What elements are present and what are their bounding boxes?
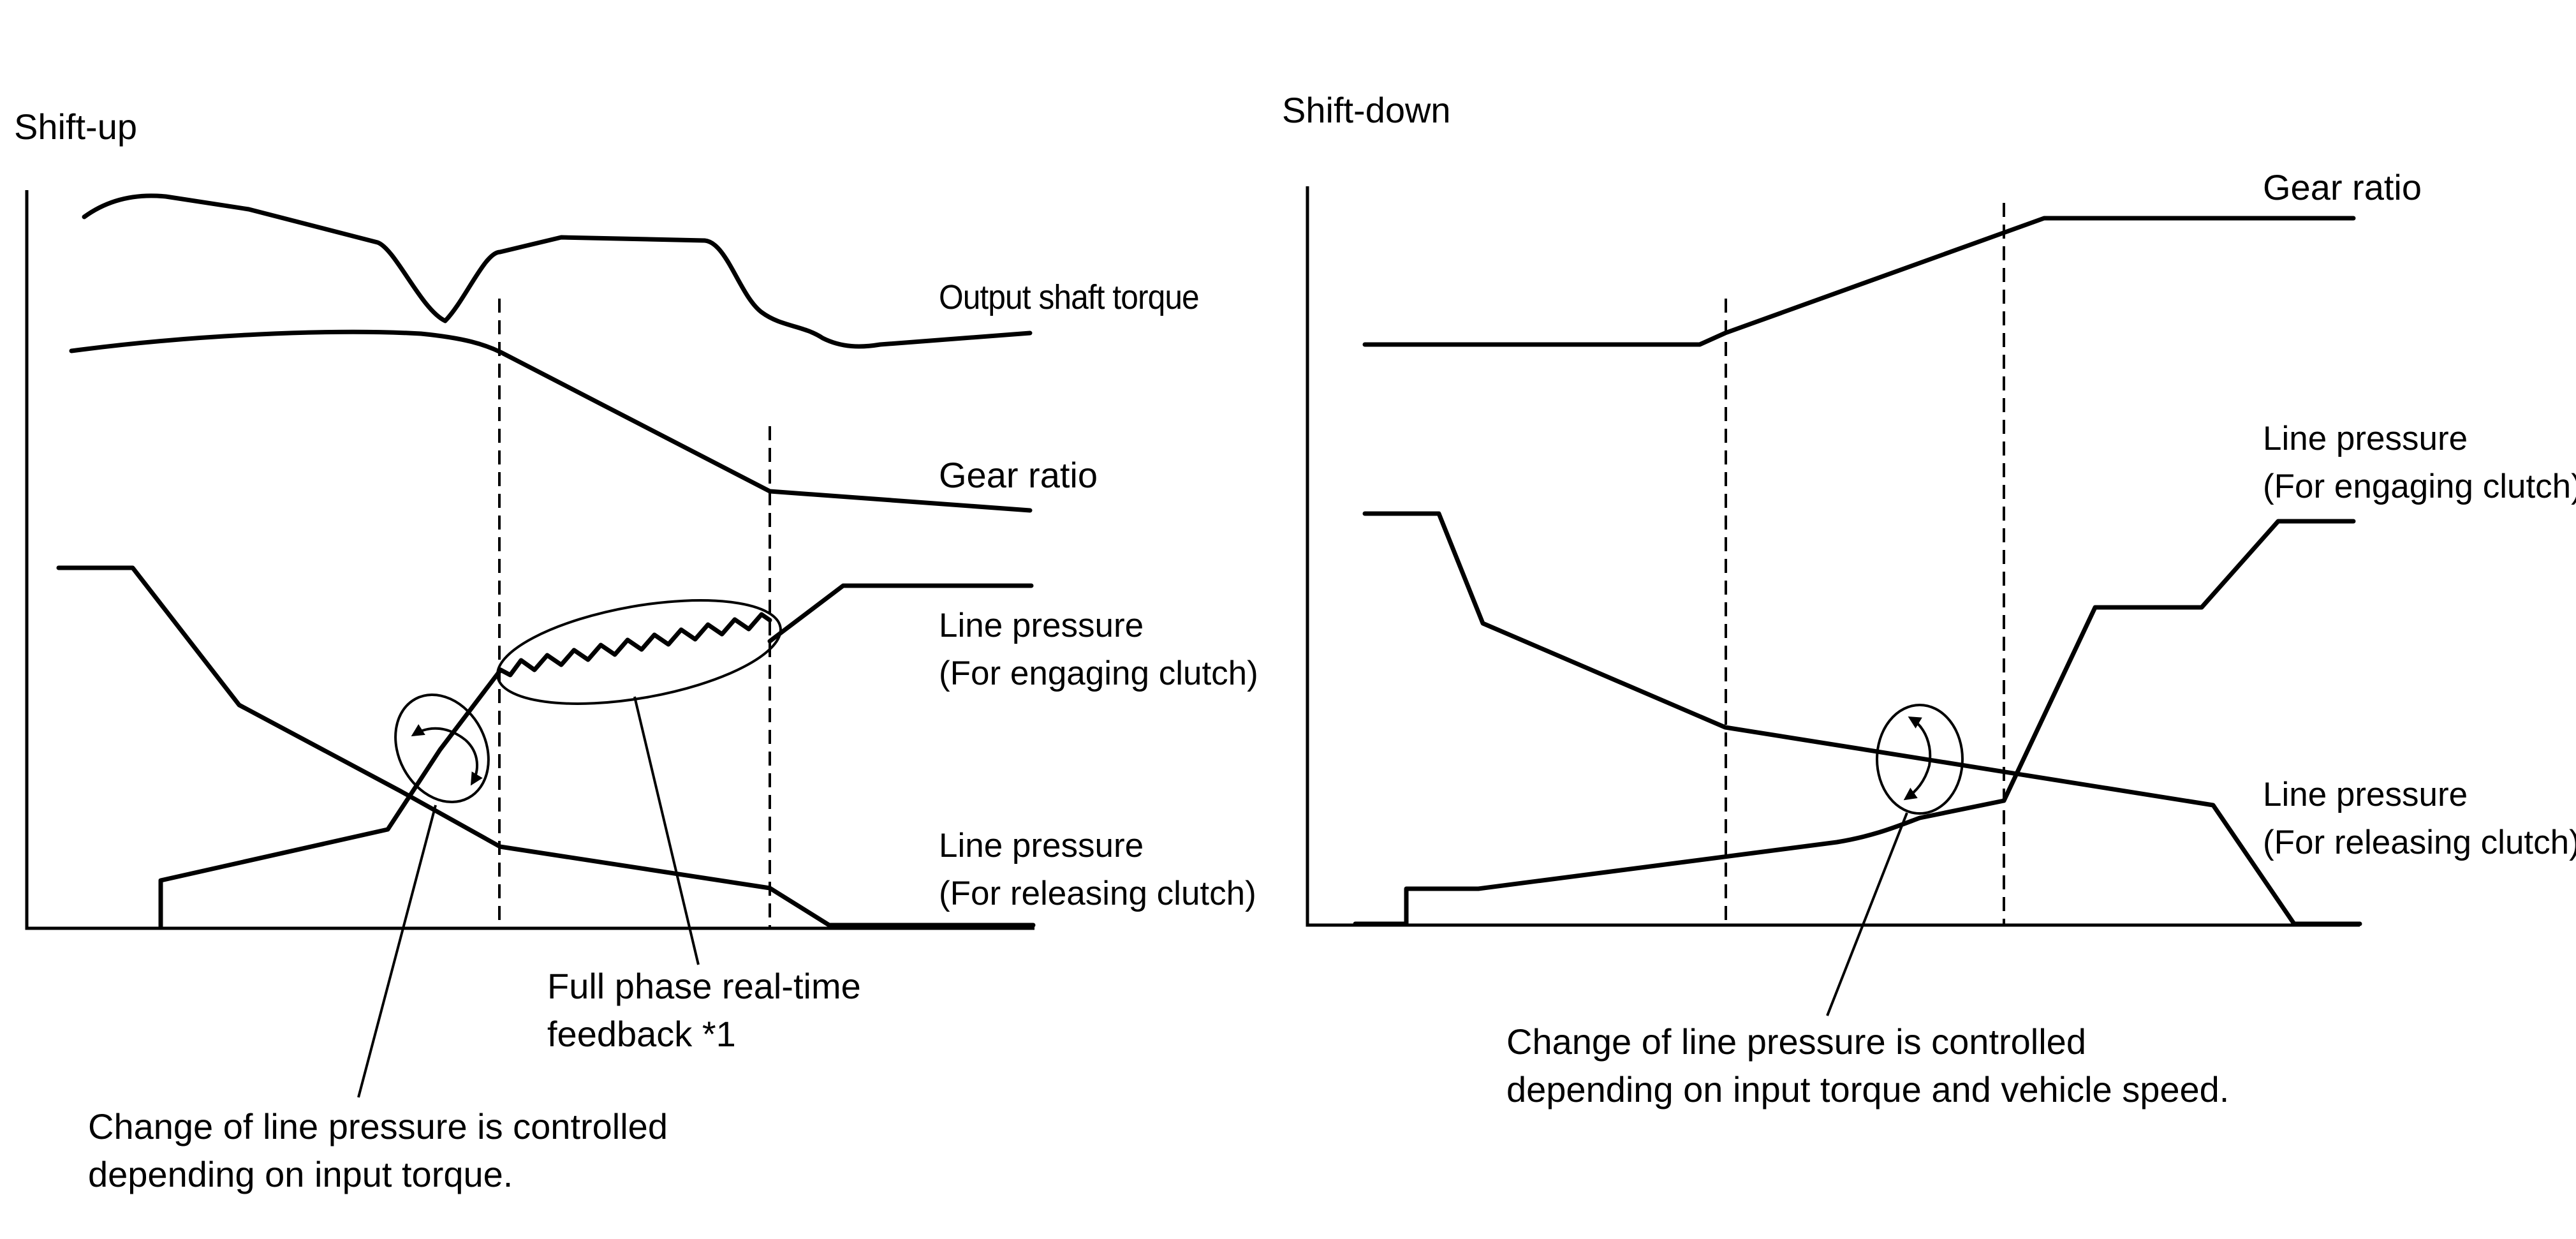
feedback-ellipse (496, 599, 782, 705)
shift-down-engaging-pressure-curve (1353, 519, 2356, 926)
arrow-icon (464, 739, 483, 786)
shift-up-engaging-label-line2: (For engaging clutch) (939, 655, 1258, 692)
shift-up-title: Shift-up (14, 107, 137, 147)
shift-up-note-line1: Change of line pressure is controlled (88, 1106, 668, 1146)
shift-up-releasing-label-line2: (For releasing clutch) (939, 875, 1256, 912)
shift-down-engaging-label-line1: Line pressure (2263, 420, 2468, 457)
shift-down-control-ellipse (1876, 704, 1964, 815)
shift-up-gear-ratio-curve (69, 329, 1033, 513)
output-shaft-torque-curve (82, 193, 1033, 349)
shift-down-releasing-pressure-curve (1362, 511, 2362, 926)
output-shaft-torque-label: Output shaft torque (939, 278, 1199, 316)
shift-up-axes (25, 190, 1034, 930)
shift-up-panel: Shift-up Output shaft torque Gear ratio … (14, 107, 1258, 1194)
shift-down-note-line1: Change of line pressure is controlled (1506, 1021, 2086, 1062)
arrow-icon (411, 724, 467, 741)
feedback-annotation-line1: Full phase real-time (547, 966, 861, 1006)
shift-down-engaging-label-line2: (For engaging clutch) (2263, 468, 2576, 505)
shift-down-gear-ratio-label: Gear ratio (2263, 167, 2422, 207)
shift-up-note-leader-line (357, 805, 437, 1098)
shift-down-axes (1306, 186, 2360, 927)
shift-up-engaging-pressure-curve (158, 667, 503, 929)
shift-up-engaging-label-line1: Line pressure (939, 607, 1144, 644)
arrow-icon (1908, 716, 1932, 766)
shift-down-panel: Shift-down Gear ratio Line pressure (For… (1282, 90, 2576, 1109)
shift-down-releasing-label-line2: (For releasing clutch) (2263, 824, 2576, 861)
shift-up-releasing-pressure-curve (56, 565, 1036, 928)
shift-up-engaging-pressure-tail (767, 583, 1034, 644)
shift-down-note-line2: depending on input torque and vehicle sp… (1506, 1069, 2229, 1109)
shift-up-gear-ratio-label: Gear ratio (939, 455, 1098, 495)
feedback-ripple (498, 612, 772, 678)
arrow-icon (1903, 765, 1931, 801)
shift-down-title: Shift-down (1282, 90, 1451, 130)
shift-down-gear-ratio-curve (1362, 216, 2356, 347)
shift-up-note-line2: depending on input torque. (88, 1154, 513, 1194)
shift-down-note-leader-line (1826, 812, 1908, 1016)
feedback-leader-line (633, 696, 700, 965)
feedback-annotation-line2: feedback *1 (547, 1014, 736, 1054)
shift-down-releasing-label-line1: Line pressure (2263, 776, 2468, 813)
shift-up-control-ellipse (394, 693, 490, 804)
shift-up-releasing-label-line1: Line pressure (939, 827, 1144, 864)
